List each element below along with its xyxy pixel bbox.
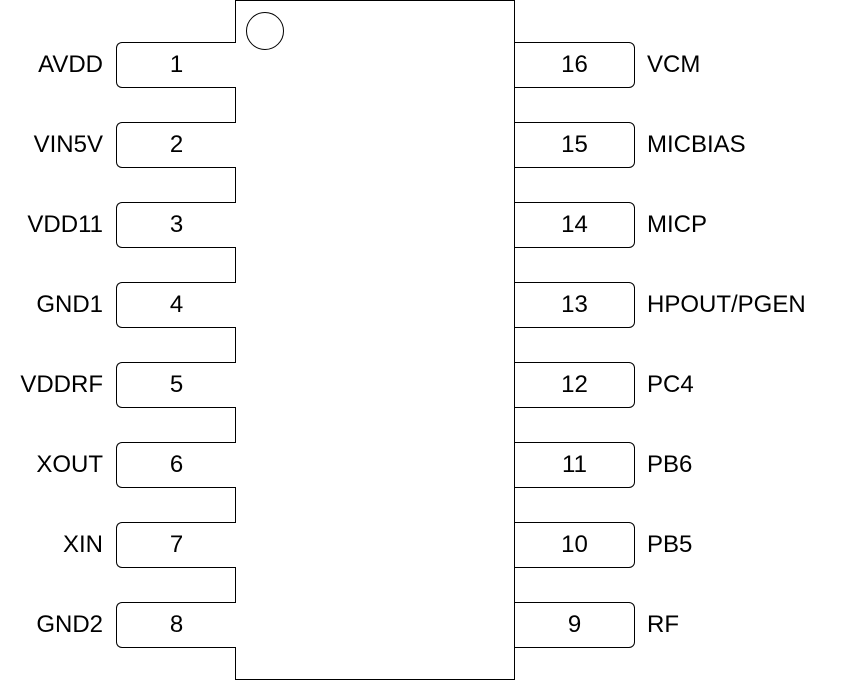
pin-8-label: GND2 <box>36 611 103 638</box>
pin-7-label: XIN <box>62 531 103 558</box>
pin-11: 11 <box>515 442 635 488</box>
pin-10-label: PB5 <box>647 531 693 558</box>
pin-5: 5 <box>116 362 236 408</box>
pin-10: 10 <box>515 522 635 568</box>
pin-14-label: MICP <box>647 211 707 238</box>
pin1-orientation-mark <box>246 12 284 50</box>
pin-9: 9 <box>515 602 635 648</box>
pin-1: 1 <box>116 42 236 88</box>
pin-3: 3 <box>116 202 236 248</box>
pin-6: 6 <box>116 442 236 488</box>
pin-6-label: XOUT <box>36 451 103 478</box>
pin-4: 4 <box>116 282 236 328</box>
pin-16-label: VCM <box>647 51 701 78</box>
pin-13-label: HPOUT/PGEN <box>647 291 806 318</box>
pin-14: 14 <box>515 202 635 248</box>
pin-2: 2 <box>116 122 236 168</box>
pin-15-label: MICBIAS <box>647 131 746 158</box>
pin-12-label: PC4 <box>647 371 694 398</box>
pin-9-label: RF <box>647 611 679 638</box>
ic-package-body <box>235 0 515 680</box>
pin-13: 13 <box>515 282 635 328</box>
pin-11-label: PB6 <box>647 451 693 478</box>
pin-12: 12 <box>515 362 635 408</box>
pin-16: 16 <box>515 42 635 88</box>
pin-5-label: VDDRF <box>20 371 103 398</box>
pin-8: 8 <box>116 602 236 648</box>
pin-3-label: VDD11 <box>27 211 103 238</box>
pin-7: 7 <box>116 522 236 568</box>
pin-1-label: AVDD <box>38 51 103 78</box>
pin-4-label: GND1 <box>36 291 103 318</box>
pin-2-label: VIN5V <box>33 131 103 158</box>
pin-15: 15 <box>515 122 635 168</box>
